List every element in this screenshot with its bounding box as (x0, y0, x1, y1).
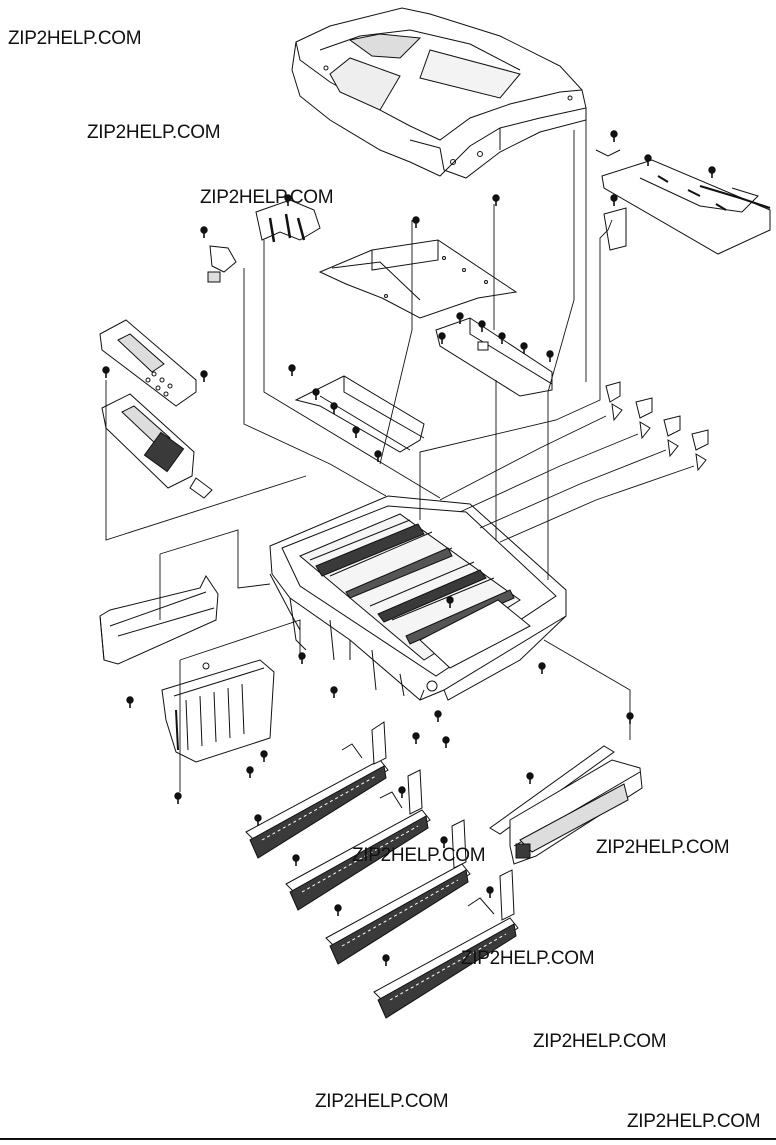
assembly-guide-lines (105, 120, 695, 792)
watermark-text: ZIP2HELP.COM (87, 122, 221, 143)
watermark-text: ZIP2HELP.COM (8, 28, 142, 49)
operator-panel-board (101, 365, 213, 499)
watermark-text: ZIP2HELP.COM (533, 1031, 667, 1052)
operator-panel-cover (99, 319, 197, 407)
watermark-text: ZIP2HELP.COM (627, 1111, 761, 1132)
left-rail-bracket (287, 363, 425, 463)
main-frame (269, 495, 567, 701)
clamp-parts (200, 194, 321, 283)
right-rail-assembly (489, 711, 643, 865)
watermark-text: ZIP2HELP.COM (315, 1091, 449, 1112)
led-bar-4 (373, 869, 519, 1019)
led-bar-1 (245, 721, 389, 859)
top-right-bracket (595, 130, 771, 255)
top-cover (291, 7, 587, 179)
watermark-text: ZIP2HELP.COM (461, 948, 595, 969)
left-gear-assembly (126, 659, 275, 805)
watermark-text: ZIP2HELP.COM (596, 837, 730, 858)
tray-cover (99, 575, 219, 665)
bottom-rule (0, 1138, 776, 1140)
right-clamps (605, 381, 709, 472)
shield-plate (318, 194, 518, 319)
led-bar-2 (285, 769, 431, 911)
watermark-text: ZIP2HELP.COM (352, 845, 486, 866)
center-bracket (435, 311, 555, 397)
led-bar-3 (325, 819, 471, 965)
watermark-text: ZIP2HELP.COM (200, 187, 334, 208)
